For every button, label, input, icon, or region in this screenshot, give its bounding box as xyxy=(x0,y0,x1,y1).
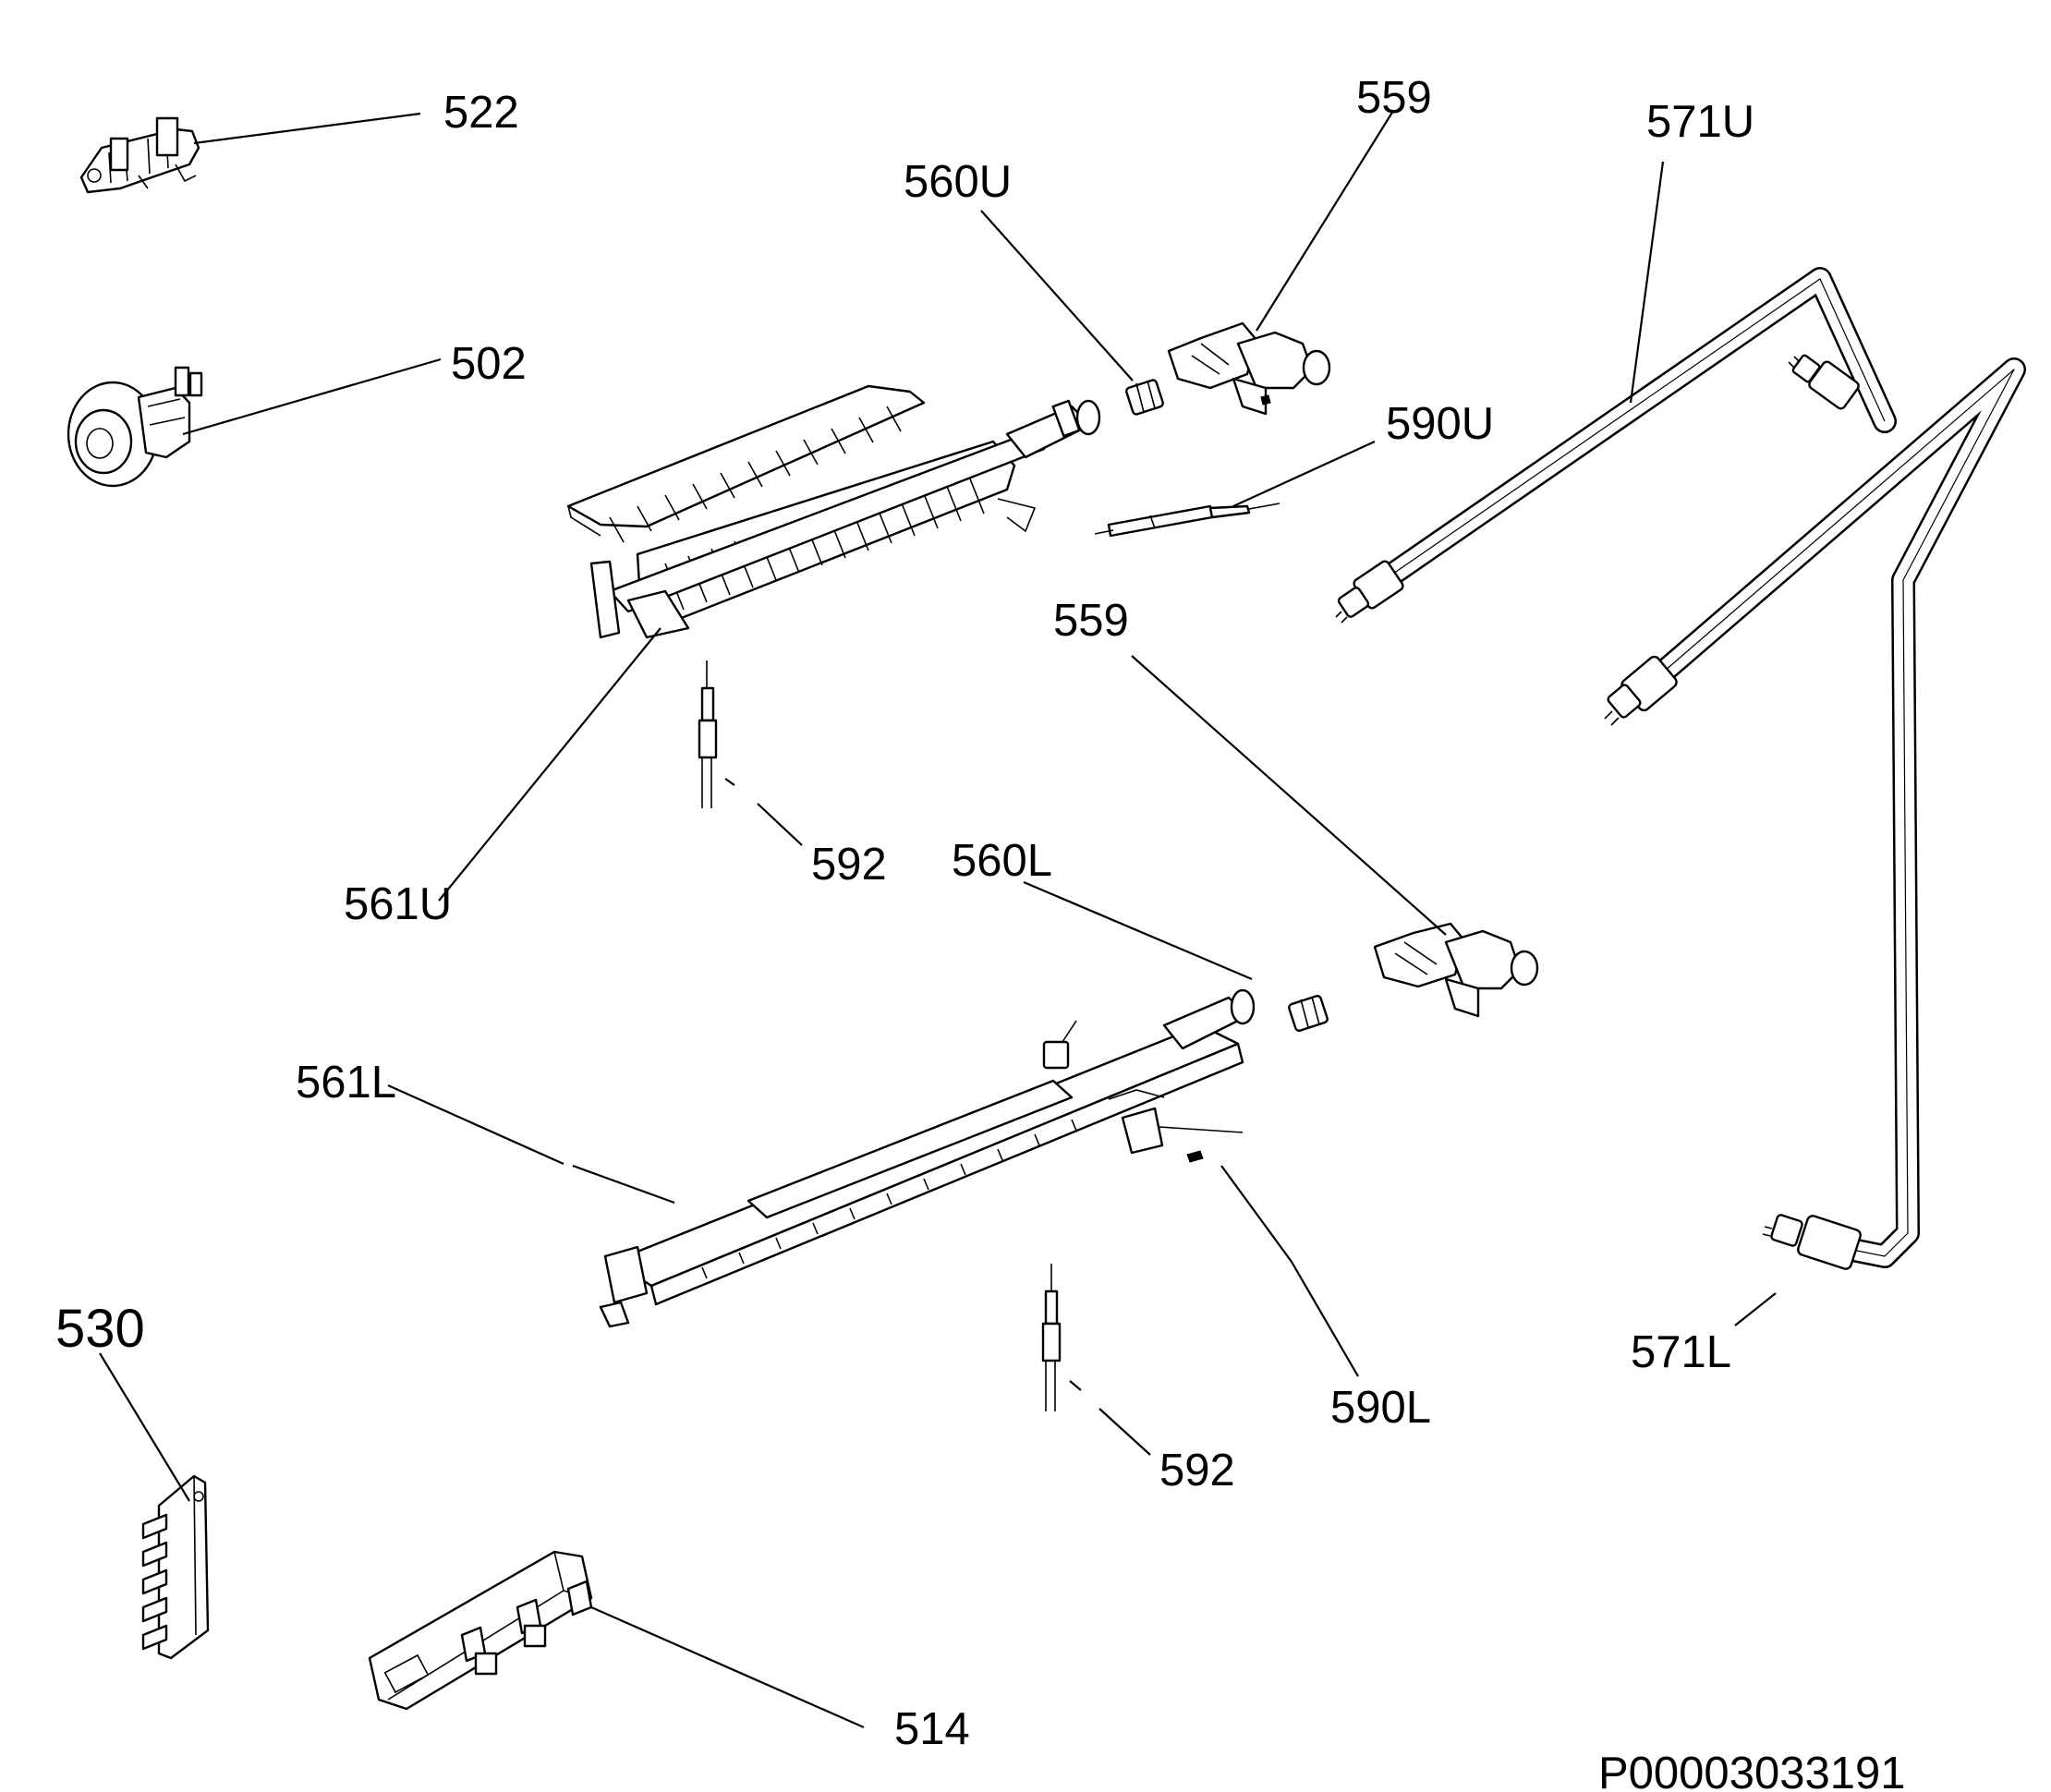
part-571L-lower-gas-pipe xyxy=(1604,357,2026,1270)
leader-530 xyxy=(99,1352,190,1502)
leader-559-mid xyxy=(1131,655,1447,936)
leader-571U xyxy=(1629,161,1665,404)
part-561L-lower-burner xyxy=(599,988,1256,1328)
label-561U: 561U xyxy=(344,879,452,929)
label-561L: 561L xyxy=(296,1058,396,1108)
part-560L-injector xyxy=(1288,995,1329,1032)
leader-560U xyxy=(980,210,1134,381)
part-590U-thermocouple xyxy=(1094,502,1280,538)
leader-592-top xyxy=(724,778,803,846)
label-530: 530 xyxy=(55,1299,145,1359)
leader-522 xyxy=(193,112,421,145)
part-592-upper-ignition-probe xyxy=(698,660,718,808)
part-530-terminal-block xyxy=(141,1474,210,1660)
leader-502 xyxy=(182,357,442,436)
label-590L: 590L xyxy=(1330,1383,1431,1433)
part-514-spark-generator xyxy=(368,1550,593,1711)
label-571U: 571U xyxy=(1646,97,1754,147)
label-590U: 590U xyxy=(1386,399,1494,449)
leader-514 xyxy=(590,1605,865,1729)
label-502: 502 xyxy=(451,339,527,389)
label-514: 514 xyxy=(894,1704,970,1754)
part-590L-thermocouple xyxy=(1186,1150,1204,1163)
label-592-top: 592 xyxy=(811,840,887,890)
leader-561L xyxy=(387,1084,675,1205)
part-559-lower-injector-holder xyxy=(1373,922,1539,1018)
leader-561U xyxy=(438,627,661,902)
leader-592-bottom xyxy=(1069,1380,1151,1456)
part-571U-upper-gas-pipe xyxy=(1335,267,1897,624)
part-522-electrode-holder xyxy=(79,116,200,194)
label-560L: 560L xyxy=(952,836,1052,886)
label-559-mid: 559 xyxy=(1053,596,1129,646)
label-560U: 560U xyxy=(904,157,1012,207)
label-559-top: 559 xyxy=(1356,73,1432,123)
leader-590U xyxy=(1232,440,1376,508)
label-592-bottom: 592 xyxy=(1159,1446,1235,1495)
leader-590L xyxy=(1220,1165,1292,1263)
leader-590L-ext xyxy=(1291,1261,1359,1377)
label-522: 522 xyxy=(443,88,519,138)
part-502-gas-valve-knob xyxy=(67,366,203,488)
part-561U-upper-burner xyxy=(566,384,1101,639)
part-559-upper-injector-holder xyxy=(1167,321,1331,416)
leader-571L xyxy=(1734,1292,1777,1326)
label-571L: 571L xyxy=(1631,1327,1731,1377)
leader-559-top xyxy=(1256,110,1394,332)
part-560U-injector xyxy=(1125,379,1164,416)
leader-560L xyxy=(1023,880,1253,981)
part-592-lower-ignition-probe xyxy=(1041,1264,1062,1411)
drawing-code: P00003033191 xyxy=(1598,1749,1905,1792)
